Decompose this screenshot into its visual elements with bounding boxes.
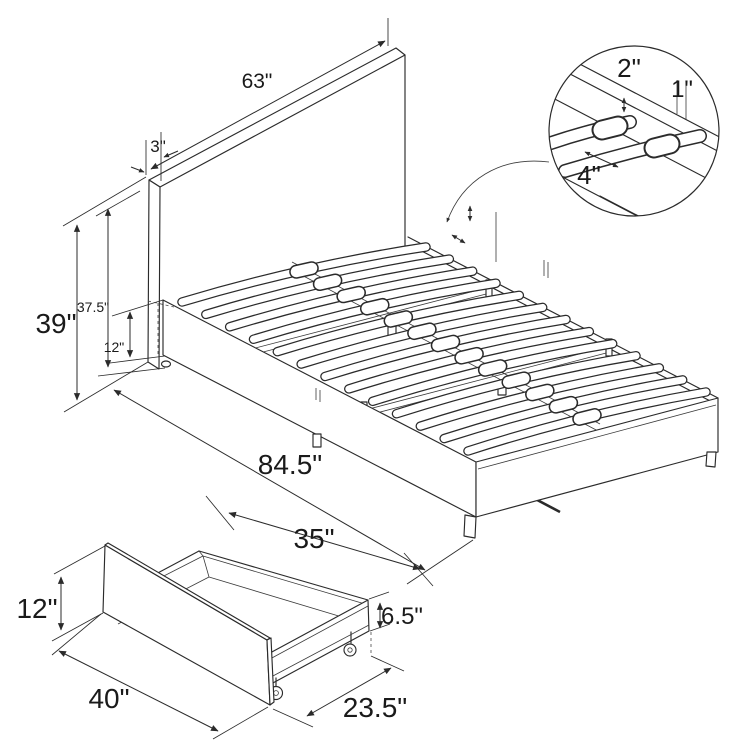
dimension-line — [150, 40, 386, 170]
extension-line — [97, 367, 166, 377]
dim-label-drawer-front-height: 12" — [16, 593, 57, 624]
extension-line — [63, 361, 149, 413]
headboard-front-panel — [160, 55, 405, 299]
dim-label-headboard-width: 63" — [242, 70, 273, 93]
dim-label-headboard-upper-height: 37.5" — [77, 299, 109, 315]
extension-line — [62, 176, 147, 227]
dimension-arrow — [163, 150, 179, 158]
slat-joint-collar — [361, 299, 389, 315]
extension-line — [51, 613, 102, 656]
callout-background — [549, 46, 719, 216]
frame-right-leg — [705, 451, 717, 468]
drawer-right-wall-rim — [269, 605, 369, 660]
dim-label-drawer-side-height: 6.5" — [381, 603, 423, 630]
dim-drawer-side-height: 6.5" — [368, 591, 423, 632]
dimension-line — [228, 511, 421, 571]
dim-drawer-depth: 23.5" — [272, 655, 407, 728]
drawer-back-wall-top — [198, 550, 369, 601]
dim-headboard-thickness: 3" — [130, 132, 179, 181]
footboard-face — [475, 397, 719, 518]
drawer-floor-back-edge — [208, 576, 353, 621]
dim-overall-height: 39" — [35, 176, 149, 413]
extension-line — [272, 708, 314, 728]
dim-drawer-opening: 35" — [205, 495, 434, 587]
slat-joint-collar — [550, 397, 577, 413]
dim-frame-height: 12" — [104, 299, 175, 364]
hidden-extension — [147, 300, 175, 308]
extension-line — [51, 612, 104, 642]
dim-headboard-upper-height: 37.5" — [77, 190, 166, 377]
caster-wheel — [343, 631, 357, 657]
callout-rail-line — [549, 95, 719, 191]
slat-joint-collar — [314, 274, 341, 290]
slat-joint-collar — [526, 385, 554, 400]
dim-label-frame-height: 12" — [104, 339, 125, 355]
slat-joint-collar — [337, 287, 365, 302]
dim-label-rail-thickness: 1" — [671, 76, 693, 103]
detail-circle: 2" 1" 4" — [548, 45, 720, 217]
slat-joint-collar — [479, 360, 506, 376]
extension-line — [95, 190, 141, 217]
callout-slat-collar — [645, 135, 679, 157]
callout-rail-line — [599, 195, 701, 216]
slat-joint-collar — [573, 409, 601, 425]
mini-spacing-arrow — [451, 234, 466, 244]
caster-wheel-circle — [343, 643, 357, 657]
frame-foot-glide — [160, 360, 172, 368]
drawer-front-panel-side-edge — [266, 637, 275, 706]
callout-content — [549, 47, 719, 216]
extension-line — [370, 655, 405, 672]
drawer-right-wall — [269, 599, 370, 685]
slat-joint-collar — [385, 311, 412, 327]
dim-label-drawer-length: 40" — [88, 683, 129, 714]
dim-label-slat-spacing: 4" — [577, 160, 601, 190]
callout-slats — [549, 115, 707, 178]
dim-label-overall-height: 39" — [35, 308, 76, 339]
slat-joint-collar — [408, 323, 436, 339]
dim-label-drawer-opening: 35" — [293, 523, 334, 554]
drawer-right-wall-rim — [270, 624, 370, 678]
callout-slat-collar — [593, 117, 627, 139]
cross-bar — [239, 286, 491, 353]
drawer-back-wall-inner — [202, 555, 366, 605]
dim-headboard-width: 63" — [145, 18, 389, 175]
extension-line — [406, 539, 474, 585]
dimension-arrow — [130, 166, 145, 173]
dim-drawer-length: 40" — [51, 613, 269, 740]
extension-line — [109, 355, 166, 364]
dimension-line — [306, 667, 392, 717]
detail-leader — [446, 160, 550, 244]
extension-line — [53, 545, 106, 575]
callout-slat — [559, 130, 706, 177]
dim-label-overall-length: 84.5" — [258, 449, 322, 480]
slat-joint-collar — [290, 262, 318, 278]
frame-foot-leg — [463, 514, 477, 539]
slat-joint-collar — [502, 372, 530, 388]
dimension-line — [58, 650, 219, 732]
dim-drawer-front-height: 12" — [16, 545, 106, 642]
leader-arc — [446, 160, 550, 223]
storage-drawer — [102, 542, 372, 706]
dimensions: 63" 3" 39" 37.5" 12" — [16, 18, 474, 740]
frame-mid-leg — [312, 433, 322, 448]
slat-joint-collar — [432, 336, 459, 351]
extension-line — [368, 591, 390, 600]
drawer-wall-base — [202, 555, 210, 578]
slat-spacing-arrow — [584, 151, 619, 168]
dim-label-headboard-thickness: 3" — [150, 137, 166, 156]
callout-outline — [548, 45, 720, 217]
footboard-rim-line — [477, 404, 717, 470]
slat-deck — [177, 242, 711, 456]
dim-label-drawer-depth: 23.5" — [343, 692, 407, 723]
slat-joint-collar — [455, 348, 483, 364]
caster-hub — [347, 647, 353, 653]
extension-line — [212, 706, 269, 740]
callout-rail-line — [549, 169, 711, 216]
dim-label-slat-gap: 2" — [617, 53, 641, 83]
